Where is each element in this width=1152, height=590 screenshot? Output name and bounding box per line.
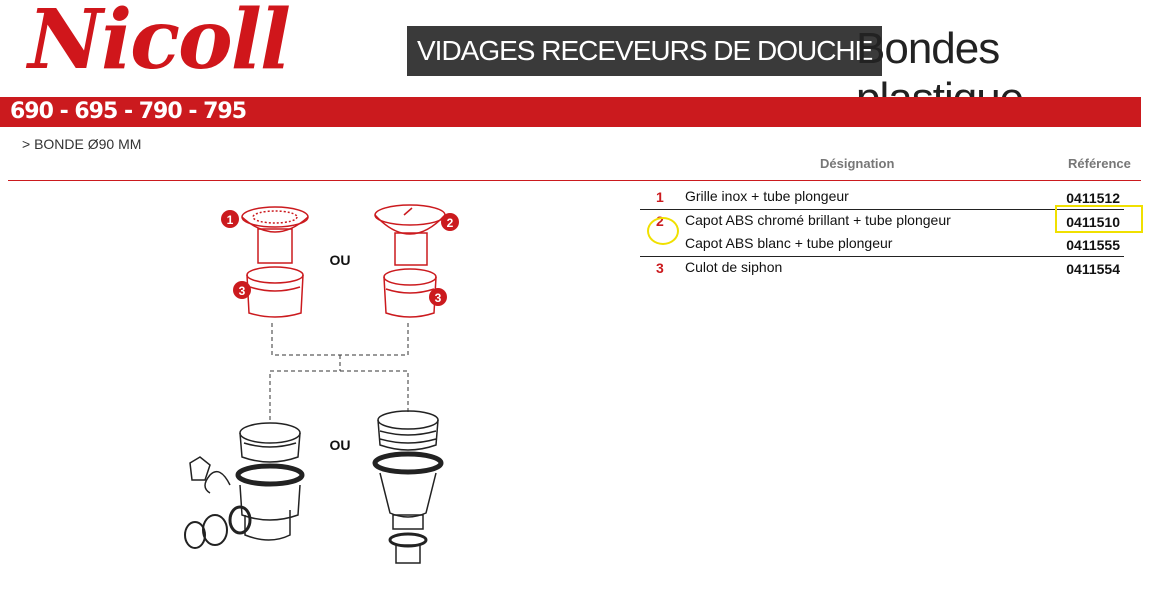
callout-3b-label: 3 [435, 291, 442, 305]
logo-text: Nicoll [28, 0, 291, 88]
callout-1-label: 1 [227, 213, 234, 227]
row-designation: Culot de siphon [685, 259, 783, 275]
body-right [372, 410, 444, 564]
table-row: 2 Capot ABS chromé brillant + tube plong… [640, 210, 1124, 233]
parts-illustration: 1 3 2 3 OU OU [184, 204, 459, 564]
highlight-box [1055, 205, 1143, 233]
or-label-top: OU [330, 252, 351, 268]
reference-header: Référence [1068, 156, 1131, 171]
callout-2 [441, 213, 459, 231]
product-subline: > BONDE Ø90 MM [22, 136, 142, 152]
row-reference: 0411555 [1066, 237, 1120, 253]
table-row: 1 Grille inox + tube plongeur 0411512 [640, 186, 1124, 210]
callout-3-label: 3 [239, 284, 246, 298]
parts-table: 1 Grille inox + tube plongeur 0411512 2 … [640, 186, 1124, 280]
body-left [184, 422, 305, 549]
model-numbers: 690 - 695 - 790 - 795 [10, 99, 247, 124]
model-band [0, 97, 1141, 127]
row-designation: Grille inox + tube plongeur [685, 188, 849, 204]
highlight-circle [647, 217, 679, 245]
grille-part [241, 206, 309, 318]
row-designation: Capot ABS chromé brillant + tube plongeu… [685, 212, 951, 228]
row-number: 1 [656, 189, 664, 205]
callout-1 [221, 210, 239, 228]
table-row: 3 Culot de siphon 0411554 [640, 257, 1124, 280]
row-reference: 0411510 [1066, 214, 1120, 230]
row-number: 3 [656, 260, 664, 276]
nicoll-logo: Nicoll [22, 0, 402, 100]
row-designation: Capot ABS blanc + tube plongeur [685, 235, 893, 251]
designation-header: Désignation [820, 156, 895, 171]
callout-2-label: 2 [447, 216, 454, 230]
or-label-bottom: OU [330, 437, 351, 453]
header-divider [8, 180, 1141, 181]
table-row: Capot ABS blanc + tube plongeur 0411555 [640, 233, 1124, 257]
category-title: VIDAGES RECEVEURS DE DOUCHE [407, 26, 883, 76]
callout-3b [429, 288, 447, 306]
row-reference: 0411554 [1066, 261, 1120, 277]
callout-3 [233, 281, 251, 299]
row-reference: 0411512 [1066, 190, 1120, 206]
